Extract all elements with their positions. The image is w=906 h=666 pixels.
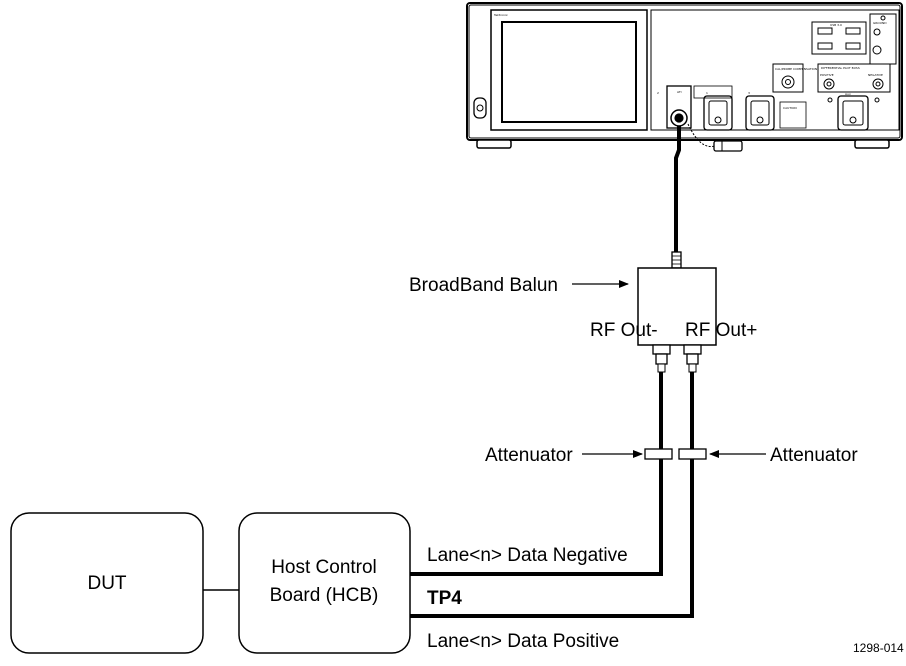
ati-cable: [674, 126, 681, 258]
hcb-label-line2: Board (HCB): [270, 585, 379, 606]
brand-label: Tektronix: [493, 13, 508, 17]
front-panel: [650, 9, 900, 131]
balun: [637, 267, 717, 373]
lane-positive-label: Lane<n> Data Positive: [427, 631, 619, 652]
display-screen: [501, 21, 637, 123]
aux-indicator-icon: [827, 97, 833, 103]
attenuator-negative: [644, 448, 673, 460]
channel-2-label: 2: [657, 91, 659, 95]
channel-3-label: 3: [748, 91, 750, 95]
right-foot: [854, 139, 890, 149]
rf-out-pos-label: RF Out+: [685, 320, 757, 341]
power-button: [473, 97, 487, 119]
positive-label: POSITIVE: [820, 73, 834, 77]
oscilloscope-inner-frame: [468, 4, 901, 139]
ground-label: GROUND: [873, 21, 887, 25]
channel-3-socket: [750, 100, 770, 126]
aux-socket: [842, 100, 864, 126]
rf-out-neg-tip: [657, 363, 666, 373]
channel-1-label: 1: [706, 91, 708, 95]
aux-pin-icon: [849, 116, 857, 124]
lane-negative-label: Lane<n> Data Negative: [427, 545, 628, 566]
negative-jack-icon: [872, 78, 884, 90]
ground-jack-2-icon: [872, 45, 882, 55]
rf-out-pos-connector: [683, 344, 702, 355]
channel-3-pin-icon: [756, 116, 764, 124]
channel-3-connector: [745, 95, 775, 131]
attenuator-positive: [678, 448, 707, 460]
cal-jack-icon: [781, 75, 795, 89]
usb-port-2: [845, 27, 861, 35]
negative-label: NEGATIVE: [868, 73, 883, 77]
negative-jack-center-icon: [875, 81, 881, 87]
aux-connector: [837, 95, 869, 131]
hcb-label-line1: Host Control: [271, 557, 377, 578]
negative-cable: [410, 372, 663, 576]
ati-connector-center-icon: [674, 113, 684, 123]
rf-out-pos-nut: [686, 353, 699, 365]
cal-jack-center-icon: [785, 79, 791, 85]
dust-cap: [713, 140, 743, 152]
oscilloscope: [466, 2, 903, 152]
power-icon: [476, 104, 484, 112]
hcb-box: [238, 512, 411, 654]
diff-bus-panel: [817, 63, 891, 93]
positive-cable: [410, 372, 694, 618]
differential-cables: [410, 372, 694, 618]
rf-out-neg-connector: [652, 344, 671, 355]
balun-label: BroadBand Balun: [409, 275, 558, 296]
usb-label: USB 3.0: [830, 23, 842, 27]
channel-1-connector: [703, 95, 733, 131]
aux-indicator-2-icon: [874, 97, 880, 103]
ati-label: ATI: [677, 90, 682, 94]
dut-label: DUT: [87, 573, 126, 594]
diff-bus-label: DIFFERENTIAL PLOT BUSS: [821, 66, 860, 70]
usb-panel: [811, 21, 867, 55]
ati-info-plate: [693, 85, 733, 99]
attenuator-left-label: Attenuator: [485, 445, 573, 466]
caution-label: CAUTION: [783, 106, 797, 110]
channel-1-pin-icon: [714, 116, 722, 124]
cal-label: CAL/PROBE COMPENSATION: [775, 67, 817, 71]
cal-panel: [772, 63, 804, 93]
aux-label: Aux: [845, 92, 851, 96]
usb-port-4: [845, 42, 861, 50]
attenuators: [644, 448, 707, 460]
dut-box: [10, 512, 204, 654]
attenuator-right-label: Attenuator: [770, 445, 858, 466]
caution-plate: [779, 101, 807, 129]
ground-jack-icon: [873, 28, 881, 36]
figure-id: 1298-014: [853, 641, 904, 655]
indicator-icon: [880, 15, 886, 21]
balun-body: [637, 267, 717, 346]
channel-1-socket: [708, 100, 728, 126]
usb-port-3: [817, 42, 833, 50]
dust-cap-chain: [687, 123, 716, 148]
tp-label: TP4: [427, 588, 462, 609]
positive-jack-icon: [823, 78, 835, 90]
left-foot: [476, 139, 512, 149]
positive-jack-center-icon: [826, 81, 832, 87]
usb-port-1: [817, 27, 833, 35]
rf-out-pos-tip: [688, 363, 697, 373]
scope-cable: [671, 126, 682, 269]
rf-out-neg-nut: [655, 353, 668, 365]
callout-arrows: [572, 280, 766, 458]
boxes: [10, 512, 411, 654]
rf-out-neg-label: RF Out-: [590, 320, 658, 341]
